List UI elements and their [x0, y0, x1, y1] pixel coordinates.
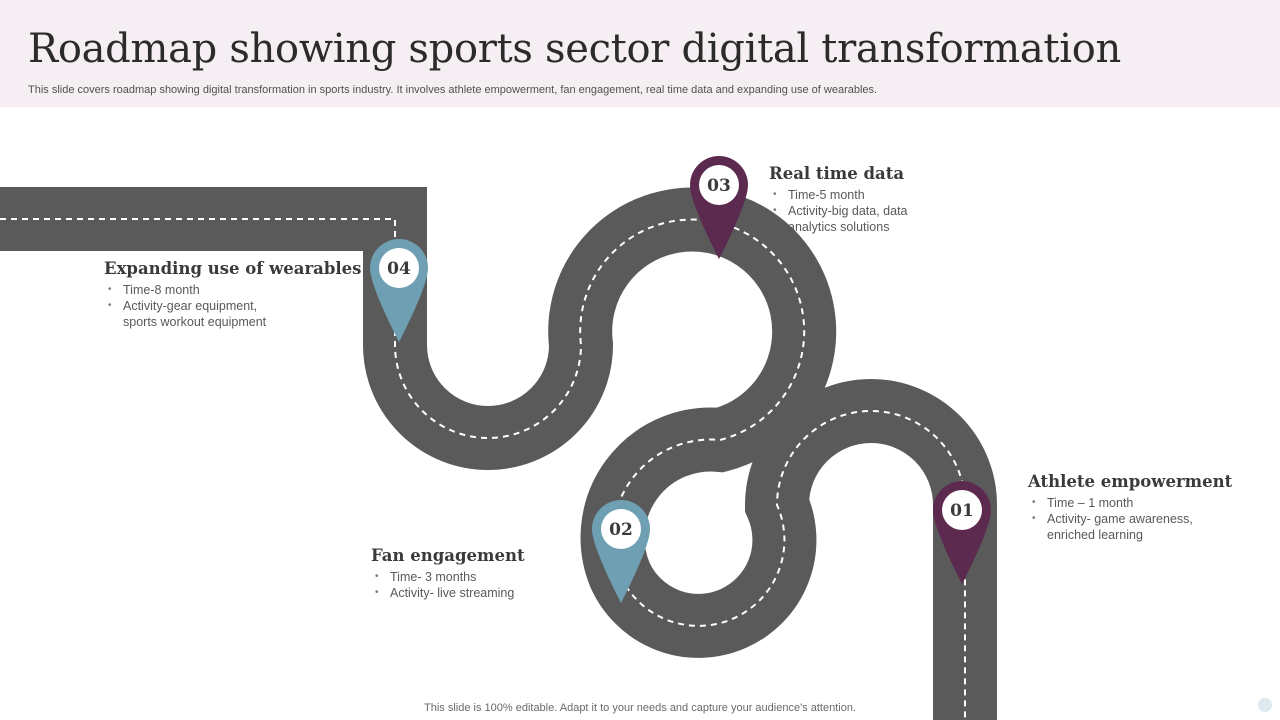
pin-04-number: 04	[387, 259, 411, 279]
milestone-02-time: Time- 3 months	[390, 569, 591, 585]
milestone-04-list: Time-8 month Activity-gear equipment, sp…	[104, 282, 354, 330]
milestone-02-card: Fan engagement Time- 3 months Activity- …	[371, 546, 591, 601]
milestone-04-title: Expanding use of wearables	[104, 259, 354, 278]
milestone-03-activity: Activity-big data, data analytics soluti…	[788, 203, 928, 235]
corner-dot	[1258, 698, 1272, 712]
milestone-04-time: Time-8 month	[123, 282, 354, 298]
milestone-01-time: Time – 1 month	[1047, 495, 1228, 511]
milestone-01-title: Athlete empowerment	[1028, 472, 1228, 491]
milestone-02-activity: Activity- live streaming	[390, 585, 591, 601]
milestone-04-card: Expanding use of wearables Time-8 month …	[104, 259, 354, 330]
milestone-01-list: Time – 1 month Activity- game awareness,…	[1028, 495, 1228, 543]
milestone-03-title: Real time data	[769, 164, 949, 183]
milestone-01-card: Athlete empowerment Time – 1 month Activ…	[1028, 472, 1228, 543]
pin-01-number: 01	[950, 501, 974, 521]
milestone-03-card: Real time data Time-5 month Activity-big…	[769, 164, 949, 235]
milestone-03-time: Time-5 month	[788, 187, 949, 203]
pin-03-number: 03	[707, 176, 731, 196]
milestone-01-activity: Activity- game awareness, enriched learn…	[1047, 511, 1207, 543]
pin-02-number: 02	[609, 520, 633, 540]
footer-note: This slide is 100% editable. Adapt it to…	[0, 702, 1280, 714]
milestone-03-list: Time-5 month Activity-big data, data ana…	[769, 187, 949, 235]
milestone-02-list: Time- 3 months Activity- live streaming	[371, 569, 591, 601]
milestone-04-activity: Activity-gear equipment, sports workout …	[123, 298, 283, 330]
milestone-02-title: Fan engagement	[371, 546, 591, 565]
